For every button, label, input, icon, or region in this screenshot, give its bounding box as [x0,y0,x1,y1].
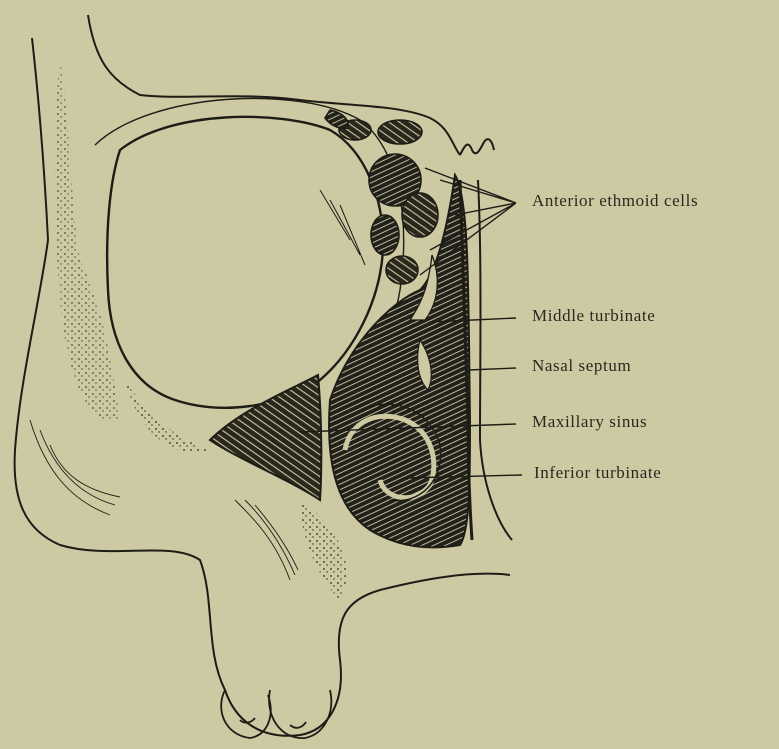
label-nasal-septum: Nasal septum [532,356,631,376]
label-middle-turbinate: Middle turbinate [532,306,655,326]
leader-nasal-septum [468,368,516,370]
label-inferior-turbinate: Inferior turbinate [534,463,661,483]
maxillary-sinus-shape [210,375,321,500]
bone-texture [54,60,346,600]
label-anterior-ethmoid-cells: Anterior ethmoid cells [532,191,698,211]
label-maxillary-sinus: Maxillary sinus [532,412,647,432]
